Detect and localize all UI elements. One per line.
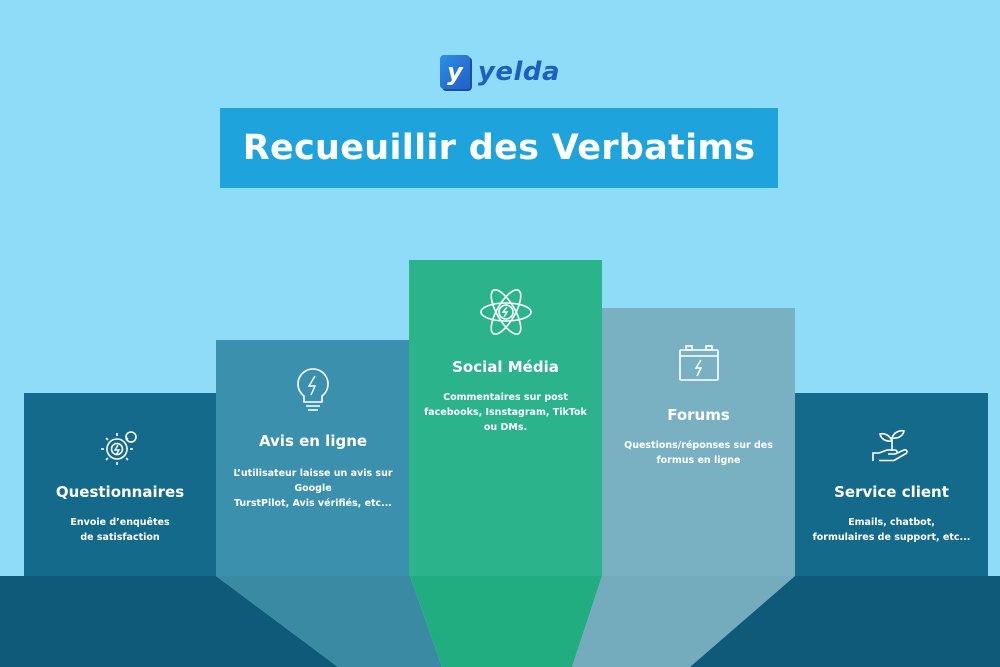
column-title: Avis en ligne: [258, 432, 368, 450]
column-title: Forums: [667, 406, 730, 424]
floor-segment-1: [0, 576, 338, 667]
title-banner: Recueuillir des Verbatims: [220, 108, 778, 188]
brand-logo: y yelda: [0, 52, 1000, 92]
column-description: L’utilisateur laisse un avis sur Google …: [233, 468, 393, 509]
column-description: Questions/réponses sur des formus en lig…: [624, 440, 773, 466]
column-description: Commentaires sur post facebooks, Isnstag…: [424, 392, 587, 433]
column-title: Questionnaires: [55, 483, 185, 501]
hand-plant-icon: [871, 429, 908, 462]
floor-segment-4: [572, 576, 795, 667]
column-service-client: Service client Emails, chatbot, formulai…: [795, 393, 988, 576]
column-questionnaires: Questionnaires Envoie d’enquêtes de sati…: [24, 393, 216, 576]
column-description: Envoie d’enquêtes de satisfaction: [70, 517, 170, 543]
logo-text: yelda: [477, 57, 561, 87]
column-description: Emails, chatbot, formulaires de support,…: [812, 517, 971, 543]
floor-segment-5: [690, 576, 1000, 667]
atom-bolt-icon: [479, 289, 532, 335]
column-forums: Forums Questions/réponses sur des formus…: [602, 308, 795, 576]
column-social-media: Social Média Commentaires sur post faceb…: [409, 260, 602, 576]
lightbulb-bolt-icon: [297, 368, 329, 411]
column-title: Service client: [834, 483, 949, 501]
floor-segment-3: [410, 576, 602, 667]
column-avis-en-ligne: Avis en ligne L’utilisateur laisse un av…: [216, 340, 410, 576]
page-title: Recueuillir des Verbatims: [242, 128, 756, 168]
logo-mark: y: [439, 55, 470, 89]
battery-bolt-icon: [678, 345, 719, 381]
column-title: Social Média: [452, 358, 559, 376]
floor-segment-2: [216, 576, 442, 667]
gears-bolt-icon: [101, 431, 137, 465]
